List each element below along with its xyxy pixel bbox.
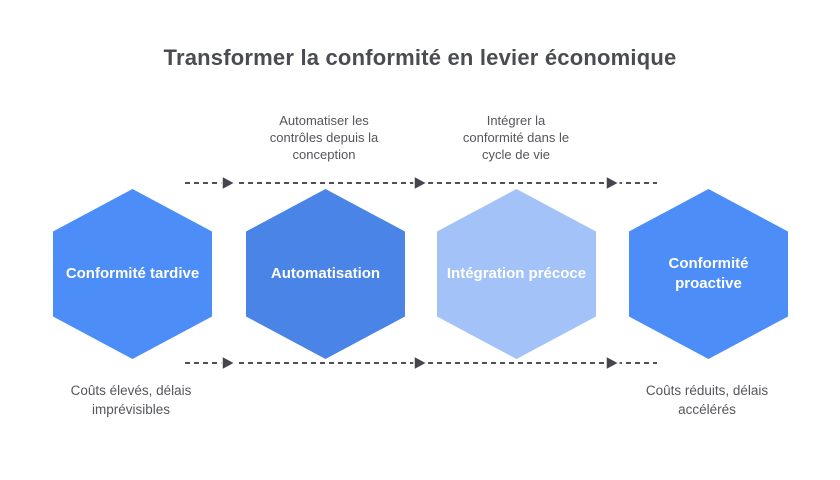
caption-line: Coûts réduits, délais — [645, 383, 769, 398]
caption-integrate-lifecycle: Intégrer la conformité dans le cycle de … — [436, 112, 596, 163]
caption-line: Intégrer la — [486, 113, 546, 128]
caption-line: conception — [292, 147, 356, 162]
stage-hex-automatisation: Automatisation — [246, 189, 405, 359]
arrow-right-icon — [605, 174, 621, 192]
stage-label: Intégration précoce — [446, 265, 587, 282]
bottom-flow-arrow — [185, 354, 657, 372]
caption-line: imprévisibles — [91, 402, 171, 417]
caption-costs-high: Coûts élevés, délais imprévisibles — [31, 381, 231, 419]
arrow-right-icon — [413, 354, 429, 372]
stage-hex-integration-precoce: Intégration précoce — [437, 189, 596, 359]
caption-automate-controls: Automatiser les contrôles depuis la conc… — [244, 112, 404, 163]
arrow-right-icon — [413, 174, 429, 192]
caption-line: cycle de vie — [482, 147, 550, 162]
arrow-right-icon — [221, 354, 237, 372]
caption-line: Automatiser les — [279, 113, 369, 128]
arrow-right-icon — [221, 174, 237, 192]
arrow-right-icon — [605, 354, 621, 372]
stage-hex-conformite-tardive: Conformité tardive — [53, 189, 212, 359]
stage-hex-conformite-proactive: Conformité proactive — [629, 189, 788, 359]
top-flow-arrow — [185, 174, 657, 192]
stage-label: Automatisation — [270, 265, 381, 282]
caption-line: Coûts élevés, délais — [70, 383, 192, 398]
caption-line: conformité dans le — [462, 130, 570, 145]
caption-costs-reduced: Coûts réduits, délais accélérés — [607, 381, 807, 419]
page-title: Transformer la conformité en levier écon… — [163, 45, 677, 70]
caption-line: contrôles depuis la — [269, 130, 379, 145]
stage-label: Conformité tardive — [65, 265, 200, 282]
stage-label: Conformité proactive — [668, 255, 749, 292]
caption-line: accélérés — [678, 402, 736, 417]
